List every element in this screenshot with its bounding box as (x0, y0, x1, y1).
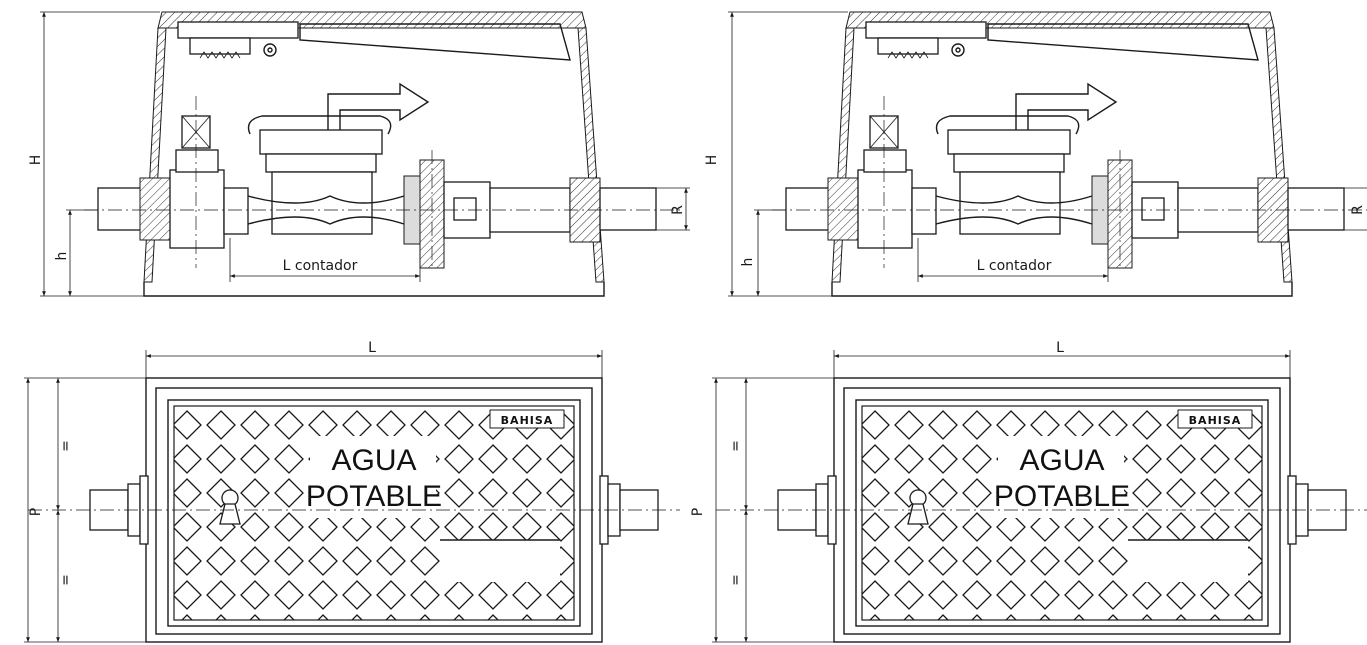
dim-connection: R (1350, 205, 1366, 215)
dim-height-total: H (704, 155, 720, 166)
cover-text-line1: AGUA (1019, 444, 1104, 477)
section-view-right: H h R L contador (704, 12, 1367, 296)
dim-meter-length: L contador (283, 258, 358, 274)
dim-height-total: H (28, 155, 44, 166)
section-view-left: H h R L contador (28, 12, 690, 296)
dim-connection: R (670, 205, 686, 215)
dim-equal-top: = (728, 440, 744, 452)
brand-logo: BAHISA (501, 414, 554, 427)
plan-view-left: L P = = AGUA POTABLE BAHISA (24, 340, 680, 642)
dim-length: L (368, 340, 376, 356)
dim-equal-top: = (58, 440, 74, 452)
brand-logo: BAHISA (1189, 414, 1242, 427)
plan-view-right: L P = = AGUA POTABLE BAHISA (690, 340, 1367, 642)
dim-equal-bottom: = (58, 574, 74, 586)
dim-meter-length: L contador (977, 258, 1052, 274)
dim-depth: P (690, 508, 706, 516)
dim-equal-bottom: = (728, 574, 744, 586)
cover-text-line2: POTABLE (994, 480, 1130, 513)
cover-text-line1: AGUA (331, 444, 416, 477)
dim-length: L (1056, 340, 1064, 356)
dim-depth: P (28, 508, 44, 516)
dim-height-axis: h (54, 252, 70, 261)
dim-height-axis: h (740, 258, 756, 267)
cover-text-line2: POTABLE (306, 480, 442, 513)
